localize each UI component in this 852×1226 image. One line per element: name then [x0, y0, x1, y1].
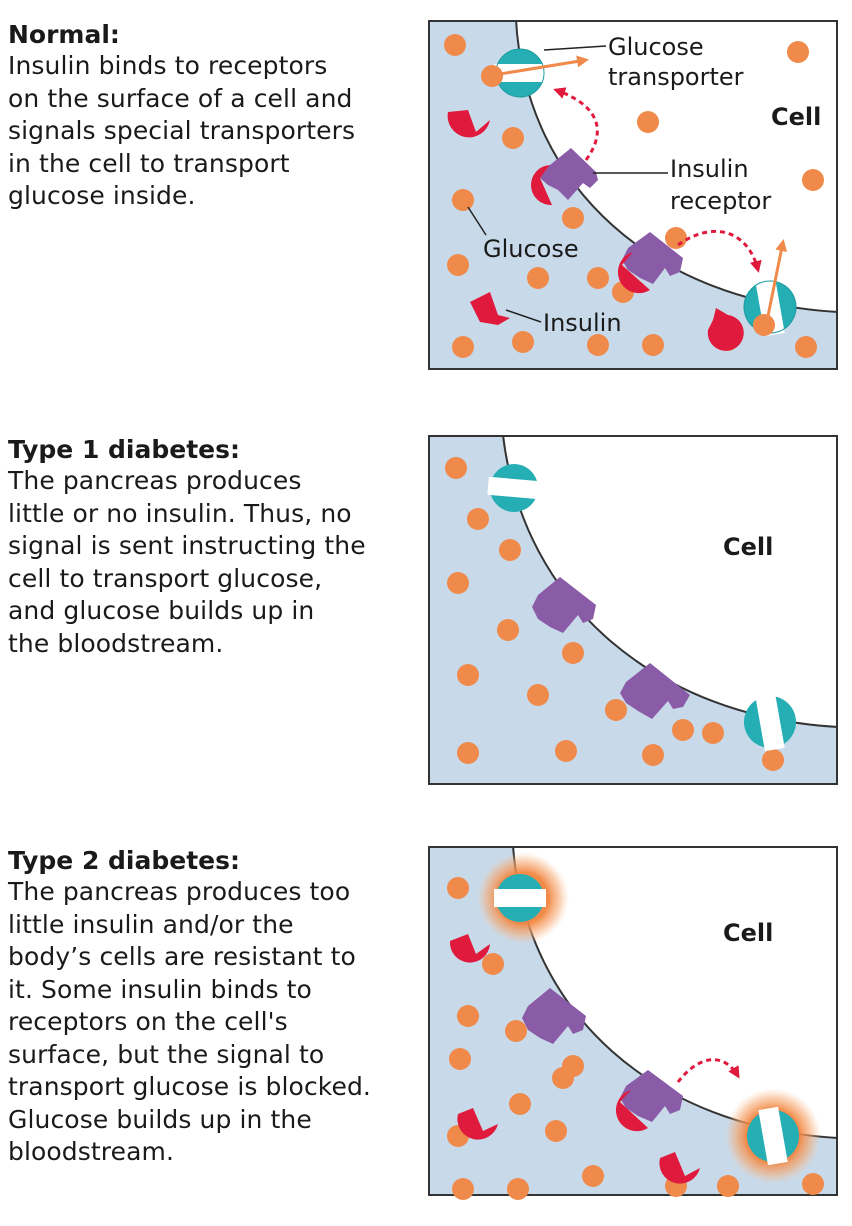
glucose-molecule-icon [481, 65, 503, 87]
section-line: little insulin and/or the [8, 909, 294, 939]
normal-diagram-svg: Glucose transporter Cell Insulin recepto… [428, 20, 838, 370]
cell-label: Cell [723, 919, 773, 947]
section-line: in the cell to transport [8, 148, 290, 178]
cell-label: Cell [723, 533, 773, 561]
insulin-receptor-icon [620, 663, 690, 719]
insulin-molecule-icon [617, 252, 650, 294]
glucose-transporter-icon [487, 464, 541, 512]
insulin-receptor-icon [522, 988, 586, 1044]
section-line: body’s cells are resistant to [8, 942, 356, 971]
normal-text: Normal: Insulin binds to receptors on th… [8, 20, 413, 213]
glucose-transporter-icon [744, 692, 796, 752]
insulin-molecule-icon [449, 934, 490, 963]
type2-text: Type 2 diabetes: The pancreas produces t… [8, 846, 413, 1169]
type1-text: Type 1 diabetes: The pancreas produces l… [8, 435, 413, 660]
glucose-transporter-icon [747, 1106, 799, 1166]
diagram-frame [428, 20, 838, 370]
section-type1: Type 1 diabetes: The pancreas produces l… [0, 415, 852, 815]
leader-line [467, 206, 487, 236]
glucose-molecule-icon [753, 314, 775, 336]
section-line: little or no insulin. Thus, no [8, 498, 352, 528]
section-line: cell to transport glucose, [8, 563, 323, 593]
diagram-frame [428, 435, 838, 785]
section-line: Glucose builds up in the [8, 1104, 312, 1134]
section-heading: Normal: [8, 20, 120, 49]
section-line: The pancreas produces too [8, 877, 351, 906]
insulin-molecule-icon [659, 1152, 700, 1184]
leader-line [543, 45, 607, 51]
section-line: signal is sent instructing the [8, 531, 366, 560]
glucose-transporter-icon [494, 874, 546, 922]
receptor-label: Insulin [670, 155, 749, 183]
transporter-label: transporter [608, 63, 744, 91]
type1-diagram: Cell [428, 435, 838, 785]
glucose-molecule-icon [447, 877, 824, 1200]
normal-diagram: Glucose transporter Cell Insulin recepto… [428, 20, 838, 370]
section-normal: Normal: Insulin binds to receptors on th… [0, 0, 852, 400]
type1-diagram-svg: Cell [428, 435, 838, 785]
blocked-signal-arrow [676, 1058, 740, 1083]
section-heading: Type 1 diabetes: [8, 435, 241, 464]
cell-area [513, 846, 838, 1138]
section-line: it. Some insulin binds to [8, 974, 312, 1004]
section-line: glucose inside. [8, 181, 196, 210]
section-line: The pancreas produces [8, 466, 302, 495]
insulin-receptor-icon [540, 148, 598, 200]
glucose-transport-arrow [766, 239, 788, 317]
signal-arrow [677, 229, 762, 273]
cell-area [516, 20, 838, 312]
section-line: transport glucose is blocked. [8, 1072, 371, 1101]
section-line: surface, but the signal to [8, 1039, 325, 1069]
insulin-label: Insulin [543, 309, 622, 337]
insulin-molecule-icon [447, 110, 490, 138]
diagram-frame [428, 846, 838, 1196]
section-heading: Type 2 diabetes: [8, 846, 241, 875]
insulin-molecule-icon [457, 1108, 498, 1140]
section-line: bloodstream. [8, 1137, 175, 1166]
section-type2: Type 2 diabetes: The pancreas produces t… [0, 826, 852, 1226]
insulin-molecule-icon [530, 165, 552, 206]
insulin-molecule-icon [707, 308, 744, 351]
section-line: Insulin binds to receptors [8, 51, 328, 80]
insulin-receptor-icon [620, 1070, 683, 1122]
type2-diagram-svg: Cell [428, 846, 838, 1200]
section-line: receptors on the cell's [8, 1007, 288, 1036]
insulin-receptor-icon [532, 577, 596, 633]
section-line: signals special transporters [8, 116, 356, 145]
section-line: the bloodstream. [8, 628, 224, 658]
receptor-label: receptor [670, 187, 771, 215]
signal-arrow [553, 87, 599, 161]
insulin-molecule-icon [615, 1090, 648, 1132]
cell-label: Cell [771, 103, 821, 131]
type2-diagram: Cell [428, 846, 838, 1200]
insulin-molecule-icon [470, 292, 510, 325]
glucose-transport-arrow [499, 55, 589, 76]
leader-line [505, 309, 542, 323]
glucose-molecule-icon [445, 457, 784, 771]
cell-area [503, 435, 838, 727]
section-line: on the surface of a cell and [8, 83, 353, 113]
glucose-label: Glucose [483, 235, 579, 263]
insulin-receptor-icon [622, 232, 683, 284]
section-line: and glucose builds up in [8, 596, 315, 625]
transporter-label: Glucose [608, 33, 704, 61]
